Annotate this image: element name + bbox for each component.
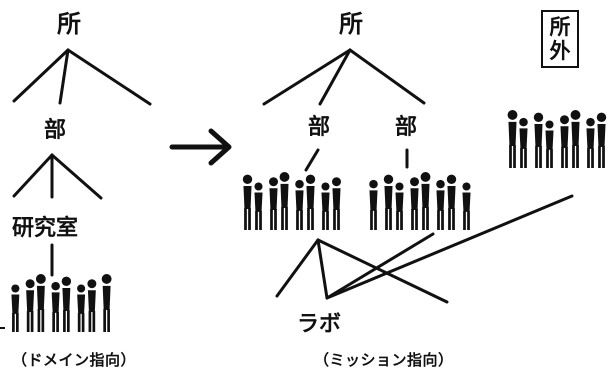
right-institute-branch-mid: [318, 48, 352, 106]
right-department-a-link: [304, 148, 320, 172]
person-silhouette: [332, 177, 341, 230]
person-silhouette: [279, 172, 290, 230]
outside-label-line2: 外: [549, 39, 571, 64]
right-institute-label: 所: [339, 10, 363, 38]
person-silhouette: [560, 115, 569, 168]
person-silhouette: [61, 276, 72, 332]
right-department-b-label: 部: [395, 115, 418, 140]
person-silhouette: [321, 182, 330, 230]
person-silhouette: [545, 120, 554, 168]
left-institute-label: 所: [57, 10, 81, 38]
person-silhouette: [462, 182, 471, 230]
person-silhouette: [519, 117, 528, 168]
right-institute-branch-left: [262, 48, 352, 106]
person-silhouette: [507, 110, 518, 168]
person-silhouette: [395, 182, 404, 230]
person-silhouette: [436, 179, 445, 230]
person-silhouette: [533, 112, 544, 168]
lab-line-2: [316, 238, 329, 300]
lab-line-5: [325, 194, 574, 300]
person-silhouette: [295, 179, 304, 230]
left-department-branch-right: [50, 153, 103, 200]
right-caption: （ミッション指向）: [314, 351, 454, 369]
lab-label: ラボ: [297, 312, 342, 337]
person-silhouette: [51, 281, 60, 332]
right-institute-branch-right: [348, 48, 426, 105]
person-silhouette: [242, 174, 253, 230]
person-silhouette: [87, 279, 97, 332]
left-department-branch-left: [12, 153, 54, 198]
left-department-label: 部: [44, 118, 67, 143]
people-group-icon: [507, 110, 607, 168]
person-silhouette: [596, 112, 607, 168]
person-silhouette: [305, 174, 316, 230]
left-lab-room-label: 研究室: [12, 216, 79, 241]
person-silhouette: [410, 177, 419, 230]
people-group-icon: [11, 274, 112, 332]
people-group-icon: [242, 172, 341, 230]
person-silhouette: [570, 110, 581, 168]
person-silhouette: [420, 172, 431, 230]
person-silhouette: [77, 284, 86, 332]
lab-line-1: [275, 238, 320, 298]
person-silhouette: [446, 174, 457, 230]
person-silhouette: [383, 174, 394, 230]
person-silhouette: [369, 179, 378, 230]
left-institute-branch-left: [12, 48, 70, 103]
right-department-a-label: 部: [308, 115, 331, 140]
outside-institute-box: 所 外: [541, 10, 579, 69]
person-silhouette: [269, 177, 278, 230]
person-silhouette: [35, 274, 46, 332]
left-institute-branch-right: [66, 48, 152, 106]
left-caption: （ドメイン指向）: [12, 351, 137, 369]
person-silhouette: [11, 284, 20, 332]
person-silhouette: [586, 117, 595, 168]
person-silhouette: [101, 274, 112, 332]
people-group-icon: [369, 172, 471, 230]
left-institute-branch-mid: [58, 48, 70, 105]
person-silhouette: [254, 182, 263, 230]
lab-line-4: [325, 232, 435, 300]
arrow-right-icon: [169, 128, 232, 166]
outside-label-line1: 所: [549, 15, 571, 39]
person-silhouette: [25, 279, 35, 332]
lab-line-3: [316, 238, 449, 304]
